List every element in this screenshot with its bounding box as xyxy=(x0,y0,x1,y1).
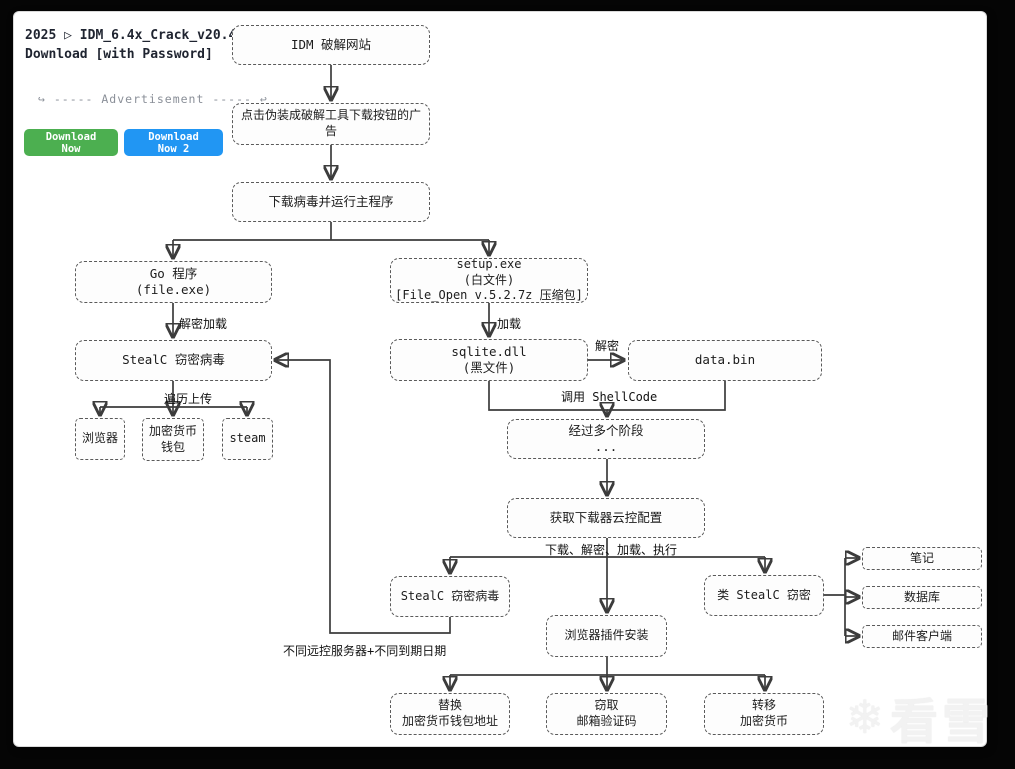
node-stealc-stealer: StealC 窃密病毒 xyxy=(75,340,272,381)
node-mail-client: 邮件客户端 xyxy=(862,625,982,648)
node-downloader-cloud-config: 获取下载器云控配置 xyxy=(507,498,705,538)
node-steal-mail-code: 窃取 邮箱验证码 xyxy=(546,693,667,735)
node-transfer-crypto: 转移 加密货币 xyxy=(704,693,824,735)
download-now-2-button[interactable]: Download Now 2 xyxy=(124,129,223,156)
node-replace-wallet-address: 替换 加密货币钱包地址 xyxy=(390,693,510,735)
edge-stealclike-fanout xyxy=(824,558,846,636)
node-notes: 笔记 xyxy=(862,547,982,570)
edge-plugin-split xyxy=(450,657,765,676)
edge-sqlite-to-multistage xyxy=(488,381,607,414)
node-stealc-stealer-2: StealC 窃密病毒 xyxy=(390,576,510,617)
node-idm-crack-site: IDM 破解网站 xyxy=(232,25,430,65)
node-steam: steam xyxy=(222,418,273,460)
edge-runmain-split xyxy=(173,222,489,241)
edge-label-c2-servers-note: 不同远控服务器+不同到期日期 xyxy=(283,644,447,658)
connector-layer xyxy=(14,65,986,746)
node-fake-download-ad: 点击伪装成破解工具下载按钮的广告 xyxy=(232,103,430,145)
node-database: 数据库 xyxy=(862,586,982,609)
node-stealc-like-stealer: 类 StealC 窃密 xyxy=(704,575,824,616)
title-line-1: 2025 ▷ IDM_6.4x_Crack_v20.4.zip xyxy=(25,28,268,43)
advertisement-divider: ↪ ----- Advertisement ----- ↩ xyxy=(38,92,268,106)
snowflake-icon: ❄ xyxy=(845,690,884,744)
download-now-button[interactable]: Download Now xyxy=(24,129,118,156)
node-browser-plugin-install: 浏览器插件安装 xyxy=(546,615,667,657)
edge-label-traverse-upload: 遍历上传 xyxy=(164,392,213,406)
node-multiple-stages: 经过多个阶段 ... xyxy=(507,419,705,459)
watermark-text: 看雪 xyxy=(889,694,994,750)
node-go-program: Go 程序 (file.exe) xyxy=(75,261,272,303)
edge-databin-join xyxy=(607,381,726,411)
node-browser: 浏览器 xyxy=(75,418,125,460)
edge-label-load: 加载 xyxy=(497,317,522,331)
node-sqlite-dll: sqlite.dll (黑文件) xyxy=(390,339,588,381)
edge-label-download-decrypt-load-exec: 下载、解密、加载、执行 xyxy=(545,543,678,557)
node-setup-exe: setup.exe (白文件) [File_Open v.5.2.7z 压缩包] xyxy=(390,257,588,303)
edge-stealc2-loopback xyxy=(277,360,451,634)
node-download-run-main: 下载病毒并运行主程序 xyxy=(232,182,430,222)
node-crypto-wallet: 加密货币 钱包 xyxy=(142,418,204,461)
kanxue-watermark: ❄ 看雪 xyxy=(845,682,994,752)
edge-label-decrypt-load: 解密加载 xyxy=(179,317,228,331)
node-data-bin: data.bin xyxy=(628,340,822,381)
title-line-2: Download [with Password] xyxy=(25,47,213,62)
edge-label-decrypt: 解密 xyxy=(595,339,620,353)
edge-label-call-shellcode: 调用 ShellCode xyxy=(561,390,658,404)
